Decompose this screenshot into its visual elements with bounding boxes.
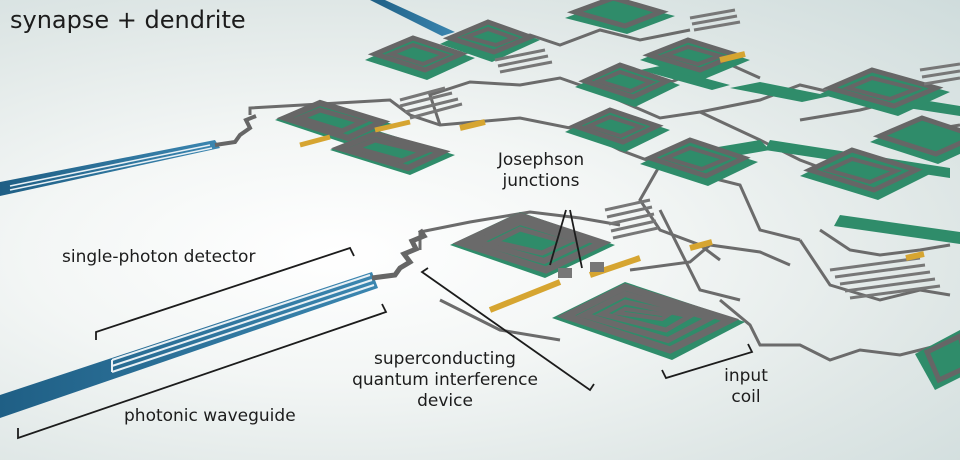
label-squid-line1: superconducting [374,349,516,369]
label-squid: superconducting quantum interference dev… [345,349,545,412]
label-photonic-waveguide: photonic waveguide [124,406,296,426]
meander-inductors [399,8,960,300]
label-squid-line2: quantum interference [352,370,538,390]
label-squid-line3: device [417,391,473,411]
label-single-photon-detector: single-photon detector [62,247,256,267]
upper-synapse [275,99,455,175]
background-circuit-blocks [365,0,960,390]
diagram-title: synapse + dendrite [10,6,246,34]
input-coil [552,282,745,360]
label-input-coil: input coil [716,366,776,408]
label-input-line1: input [724,366,768,386]
label-josephson-line1: Josephson [497,150,585,170]
label-josephson-line2: junctions [502,171,580,191]
main-waveguide [0,228,428,418]
resistors [459,51,925,261]
callout-lines [17,209,754,440]
small-waveguide [0,114,257,196]
label-josephson-junctions: Josephson junctions [486,150,596,192]
label-input-line2: coil [731,387,761,407]
squid-device [450,212,641,313]
background-waveguide [370,0,455,36]
